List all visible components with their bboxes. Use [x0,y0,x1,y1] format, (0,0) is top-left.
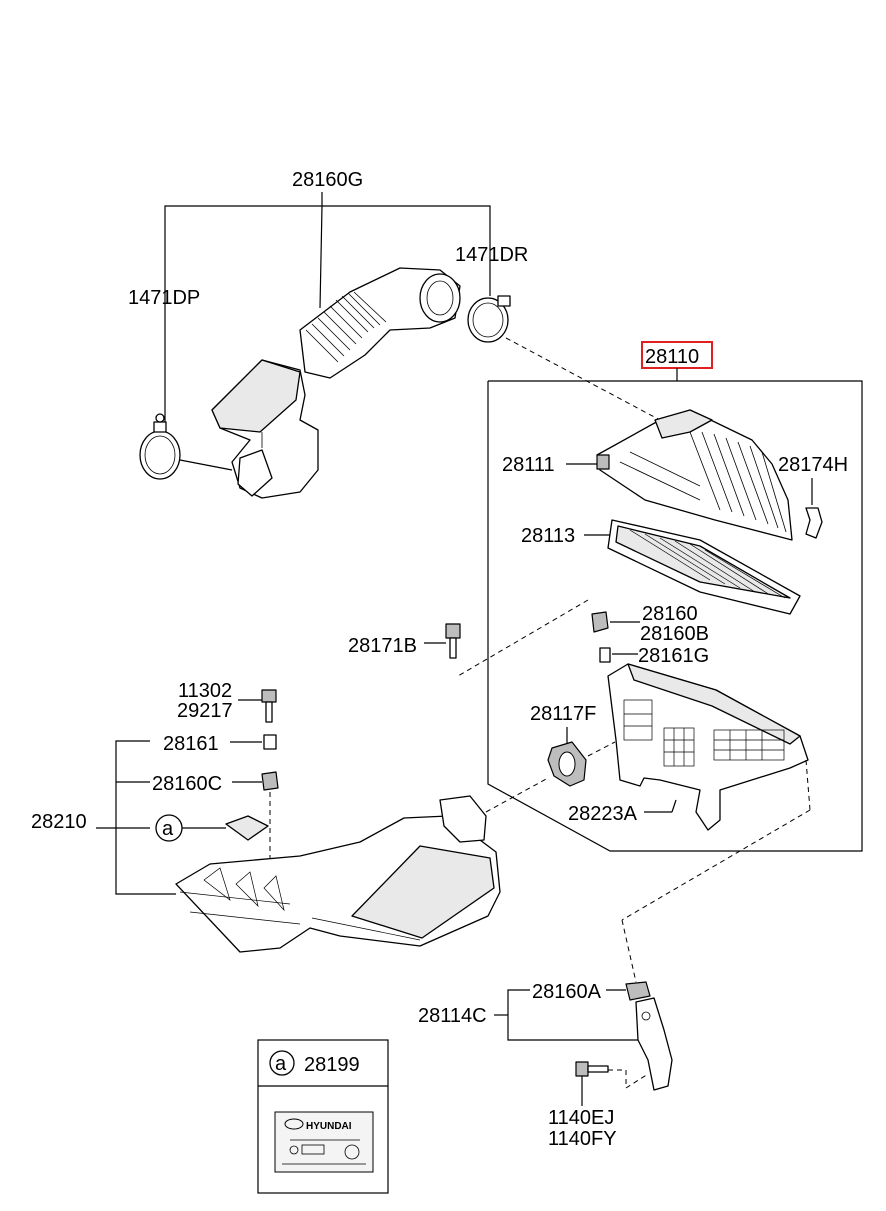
ref-a-label[interactable]: a [162,818,174,840]
hose-outlet [419,273,461,323]
grommet-d[interactable] [263,734,277,750]
filter-pleats [629,529,786,599]
grommet[interactable] [591,611,609,633]
duct-group: 11302 29217 28210 28161 28160C a [31,680,501,953]
bolt-label[interactable]: 28171B [348,635,417,657]
bracket-group: 28160A 28114C 1140EJ 1140FY [418,759,811,1150]
clamp-left[interactable] [139,413,181,480]
cover-label[interactable]: 28111 [502,454,555,476]
bolt-a-label[interactable]: 11302 [178,680,232,702]
hose-label[interactable]: 28160G [292,169,363,191]
grommet-d-label[interactable]: 28161 [163,733,219,755]
clip-label[interactable]: 28174H [778,454,848,476]
bracket-label[interactable]: 28114C [418,1005,487,1027]
label-part-label[interactable]: 28199 [304,1054,360,1076]
bolt-c-label[interactable]: 1140EJ [548,1107,614,1129]
label-part-box: a 28199 HYUNDAI [257,1039,389,1194]
clip[interactable] [805,507,823,539]
hyundai-decal: HYUNDAI [274,1111,374,1173]
filter-label[interactable]: 28113 [521,525,575,547]
bracket[interactable] [635,997,673,1091]
clamp-right-label[interactable]: 1471DR [455,244,528,266]
grommet-e-label[interactable]: 28160C [152,773,222,795]
bolt-c[interactable] [575,1061,609,1077]
body-grid [623,699,785,767]
grommet-f-label[interactable]: 28160A [532,981,602,1003]
cover-ribs [619,431,787,533]
hose-corrugation [305,291,387,363]
insulator-label[interactable]: 28117F [530,703,596,725]
clamp-right[interactable] [467,295,511,343]
duct-label[interactable]: 28210 [31,811,87,833]
bolt-d-label[interactable]: 1140FY [548,1128,617,1150]
hyundai-logo-icon [284,1118,304,1130]
grommet-b-label[interactable]: 28160B [640,623,709,645]
ref-a-box-label: a [275,1053,287,1075]
grommet-f[interactable] [625,981,651,1001]
body-label[interactable]: 28223A [568,803,638,825]
grommet-e[interactable] [261,771,279,791]
bolt[interactable] [445,623,461,659]
assembly-label[interactable]: 28110 [645,346,699,368]
duct-label-decal [225,815,269,841]
grommet-a-label[interactable]: 28160 [642,603,698,625]
decal-brand: HYUNDAI [306,1121,352,1132]
collar[interactable] [599,647,611,663]
duct-ribs [179,867,421,941]
grommet-c-label[interactable]: 28161G [638,645,709,667]
ref-a-circle-box [269,1050,295,1076]
bolt-a[interactable] [261,689,277,723]
air-cleaner-assembly-group: 28110 28111 28174H 28113 [348,341,863,852]
clamp-left-label[interactable]: 1471DP [128,287,200,309]
bolt-b-label[interactable]: 29217 [177,700,233,722]
intake-hose-group: 28160G 1471DP 1471DR [128,169,661,499]
